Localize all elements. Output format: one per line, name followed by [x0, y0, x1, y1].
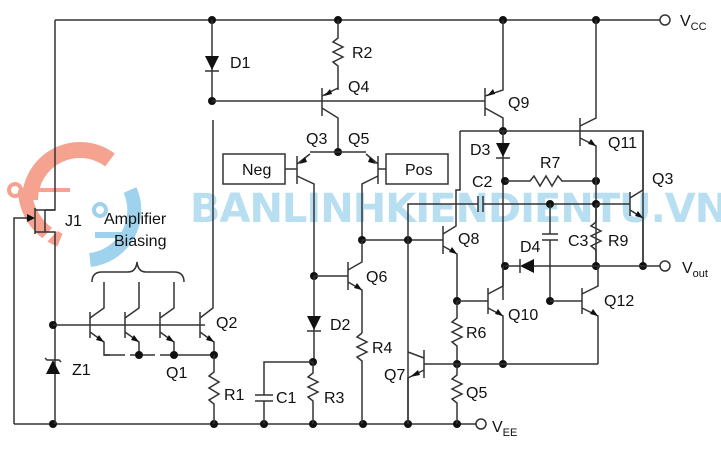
- q3-label: Q3: [306, 131, 327, 148]
- d2-label: D2: [330, 317, 351, 334]
- r2-label: R2: [352, 45, 373, 62]
- q10-transistor: [487, 266, 504, 364]
- q6-label: Q6: [366, 269, 387, 286]
- z1-label: Z1: [72, 362, 91, 379]
- d2-diode: [307, 316, 321, 330]
- r1-resistor: [207, 355, 221, 424]
- vcc-terminal[interactable]: [659, 14, 671, 26]
- r5-resistor: [450, 364, 464, 424]
- annotation-amplifier: Amplifier: [104, 211, 167, 228]
- q1-label: Q1: [166, 365, 187, 382]
- brace: [91, 261, 185, 283]
- neg-input-box[interactable]: [222, 153, 286, 185]
- d3-label: D3: [470, 142, 491, 159]
- d1-label: D1: [230, 55, 251, 72]
- r4-label: R4: [372, 340, 393, 357]
- q10-label: Q10: [508, 307, 538, 324]
- r6-resistor: [450, 301, 464, 364]
- vee-label: VEE: [492, 419, 517, 439]
- c3-label: C3: [568, 233, 589, 250]
- d1-diode: [205, 56, 219, 70]
- neg-input-label: Neg: [242, 162, 271, 179]
- q4-label: Q4: [348, 79, 369, 96]
- r1-label: R1: [224, 387, 245, 404]
- watermark-logo: [7, 142, 142, 267]
- r3-resistor: [306, 362, 320, 424]
- pos-input-label: Pos: [405, 162, 433, 179]
- r3-label: R3: [324, 390, 345, 407]
- q12-label: Q12: [604, 293, 634, 310]
- r2-resistor: [331, 20, 345, 90]
- q5-transistor: [361, 153, 379, 240]
- q2-transistor: [199, 120, 215, 355]
- q7-transistor: [407, 350, 425, 424]
- r7-label: R7: [540, 155, 561, 172]
- r4-resistor: [355, 332, 369, 424]
- q5-label: Q5: [348, 131, 369, 148]
- q9-transistor: [484, 20, 504, 131]
- d4-diode: [520, 259, 534, 273]
- q11-label: Q11: [608, 135, 637, 152]
- vcc-label: VCC: [680, 13, 707, 33]
- q3b-label: Q3: [652, 171, 673, 188]
- q4-transistor: [321, 87, 339, 152]
- q2-label: Q2: [216, 315, 237, 332]
- r9-resistor: [589, 204, 603, 266]
- q12-transistor: [581, 266, 599, 364]
- q7-label: Q7: [384, 367, 405, 384]
- vout-label: Vout: [682, 260, 708, 280]
- r7-resistor: [505, 174, 596, 188]
- q6-transistor: [347, 240, 363, 333]
- annotation-biasing: Biasing: [114, 233, 166, 250]
- vee-terminal[interactable]: [475, 418, 487, 430]
- d4-label: D4: [520, 239, 541, 256]
- q1-array: [89, 282, 214, 359]
- q8-label: Q8: [458, 231, 479, 248]
- j1-label: J1: [65, 213, 82, 230]
- c1-label: C1: [276, 390, 297, 407]
- r6-label: R6: [466, 325, 487, 342]
- vout-terminal[interactable]: [659, 260, 671, 272]
- z1-zener: [44, 357, 62, 374]
- q9-label: Q9: [508, 95, 529, 112]
- r5-label: Q5: [466, 385, 487, 402]
- q3-transistor: [296, 153, 315, 276]
- q3b-transistor: [596, 131, 644, 266]
- q11-transistor: [579, 20, 597, 266]
- c2-label: C2: [472, 174, 493, 191]
- pos-input-box[interactable]: [385, 153, 449, 185]
- q8-transistor: [442, 131, 461, 300]
- d3-diode: [496, 143, 510, 157]
- r9-label: R9: [608, 233, 629, 250]
